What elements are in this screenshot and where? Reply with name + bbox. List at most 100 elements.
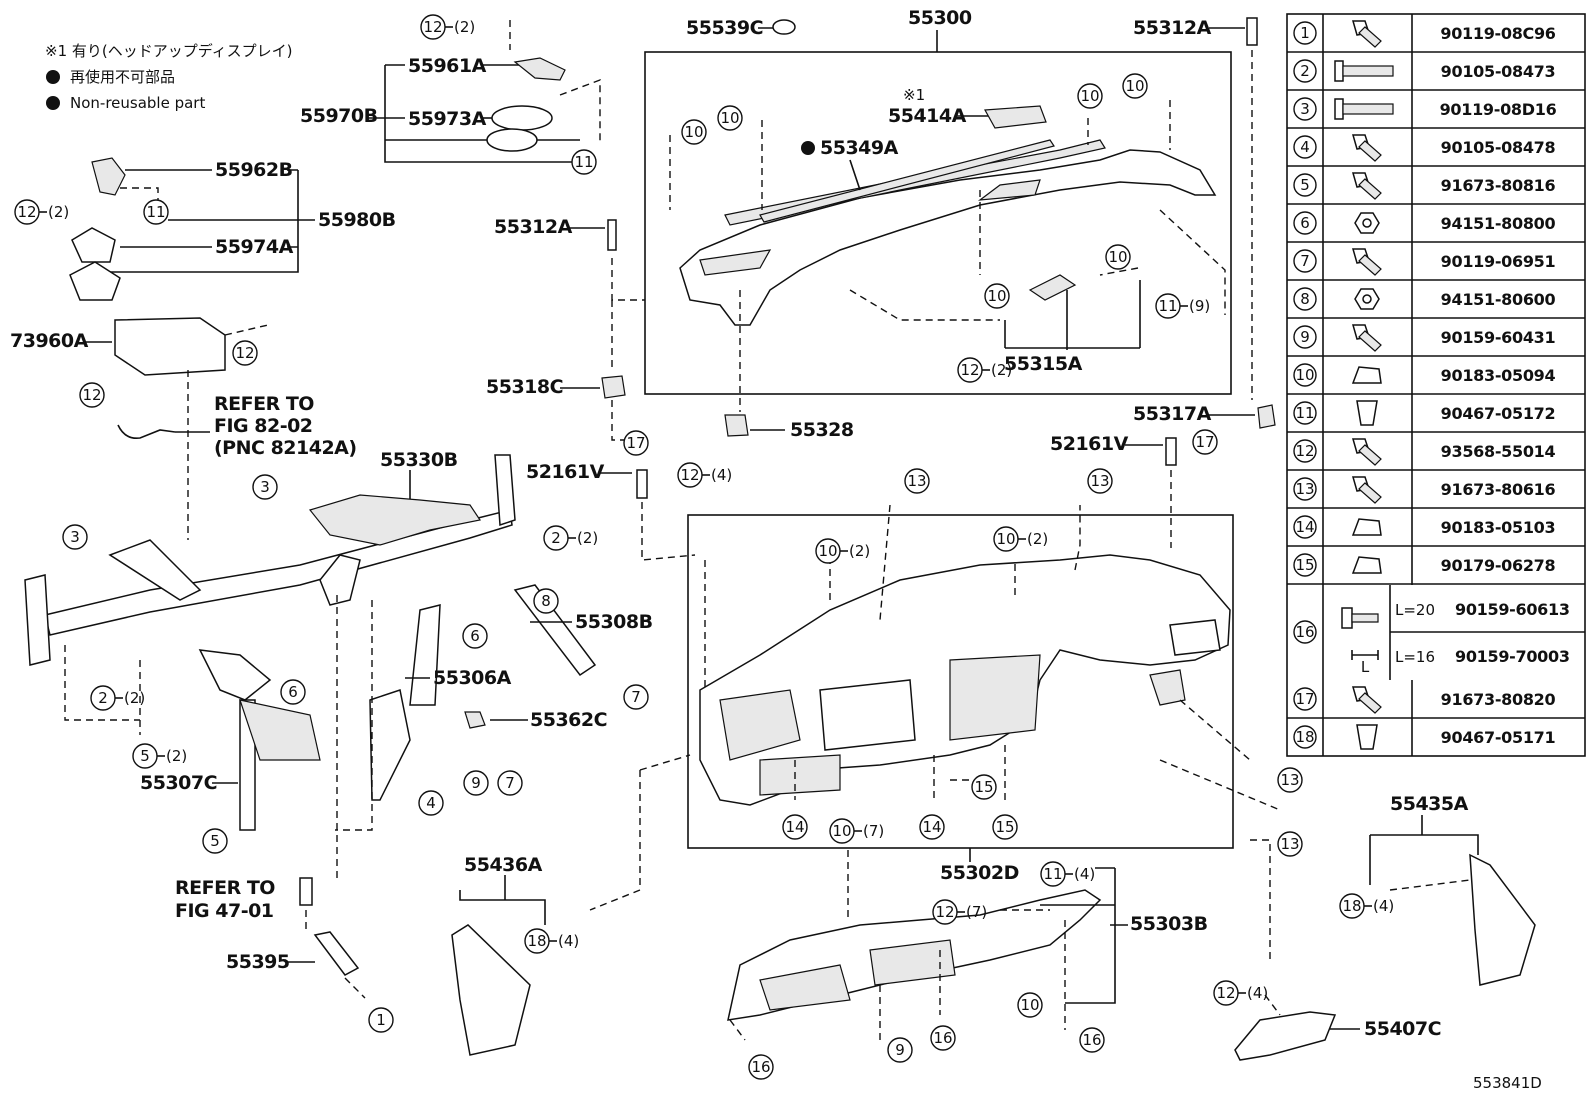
callout-number: 12 xyxy=(235,344,254,362)
callout-10: 10 xyxy=(1017,992,1043,1018)
callout-number: 10 xyxy=(720,109,739,127)
push-clip-icon xyxy=(1356,400,1378,426)
callout-number: 13 xyxy=(907,472,926,490)
part-number: 90119-08D16 xyxy=(1440,100,1557,119)
callout-number: 6 xyxy=(470,627,480,645)
part-number-90159-60613: 90159-60613 xyxy=(1455,600,1570,619)
callout-circle xyxy=(984,283,1010,309)
bolt-shank xyxy=(1358,444,1382,466)
callout-quantity: (4) xyxy=(711,466,732,484)
part-label-55395: 55395 xyxy=(226,951,290,973)
callout-circle xyxy=(79,382,105,408)
callout-number: 11 xyxy=(574,153,593,171)
callout-12: 12(2) xyxy=(957,357,1012,383)
part-label-55962b: 55962B xyxy=(215,159,293,181)
callout-circle xyxy=(368,1007,394,1033)
ref-fig-47-01-line2: FIG 47-01 xyxy=(175,900,274,922)
leader-line xyxy=(110,170,299,273)
row-number: 7 xyxy=(1300,252,1310,270)
bolt-shank xyxy=(1358,482,1382,504)
callout-7: 7 xyxy=(623,684,649,710)
leader-line xyxy=(589,770,641,911)
callout-circle xyxy=(202,828,228,854)
callout-circle xyxy=(1017,992,1043,1018)
part-label-55414a: 55414A xyxy=(888,105,967,127)
row-number-circle xyxy=(1293,325,1317,349)
callout-quantity: (7) xyxy=(966,903,987,921)
vent-ring-55973a xyxy=(491,105,553,131)
callout-5: 5 xyxy=(202,828,228,854)
callout-number: 14 xyxy=(785,818,804,836)
callout-circle xyxy=(1192,429,1218,455)
row-number-circle xyxy=(1293,211,1317,235)
callout-circle xyxy=(533,588,559,614)
part-label-55308b: 55308B xyxy=(575,611,653,633)
callout-9: 9 xyxy=(887,1037,913,1063)
row-number-circle xyxy=(1293,620,1317,644)
callout-10: 10 xyxy=(681,119,707,145)
note-non-reusable-en: Non-reusable part xyxy=(70,94,205,112)
bolt-shank xyxy=(1342,103,1394,115)
row-number-circle xyxy=(1293,287,1317,311)
leader-line xyxy=(849,159,861,191)
callout-number: 9 xyxy=(471,774,481,792)
leader-line xyxy=(385,64,580,141)
bolt-shank xyxy=(1342,65,1394,77)
part-number: 90159-60431 xyxy=(1441,328,1556,347)
row-number-circle xyxy=(1293,173,1317,197)
callout-quantity: (7) xyxy=(863,822,884,840)
callout-14: 14 xyxy=(919,814,945,840)
callout-circle xyxy=(919,814,945,840)
callout-10: 10 xyxy=(717,105,743,131)
callout-circle xyxy=(232,340,258,366)
length-20: L=20 xyxy=(1395,601,1435,619)
callout-circle xyxy=(1079,1027,1105,1053)
part-number: 90179-06278 xyxy=(1441,556,1556,575)
row-number-circle xyxy=(1293,725,1317,749)
callout-number: 10 xyxy=(1108,248,1127,266)
callout-number: 2 xyxy=(98,689,108,707)
part-label-55973a: 55973A xyxy=(408,108,487,130)
bolt-shank xyxy=(1358,254,1382,276)
bracket-55315a xyxy=(1028,274,1077,301)
callout-circle xyxy=(782,814,808,840)
callout-13: 13 xyxy=(904,468,930,494)
leader-line xyxy=(641,502,696,561)
brace-55306a xyxy=(409,604,441,706)
leader-line xyxy=(639,754,691,771)
part-number: 90105-08473 xyxy=(1441,62,1556,81)
part-number: 90119-06951 xyxy=(1441,252,1556,271)
part-number: 90183-05103 xyxy=(1441,518,1556,537)
part-number: 93568-55014 xyxy=(1441,442,1556,461)
callout-circle xyxy=(717,105,743,131)
part-number: 91673-80616 xyxy=(1441,480,1556,499)
length-dimension xyxy=(1351,650,1379,660)
table-row: 7 90119-06951 xyxy=(1287,248,1585,281)
callout-15: 15 xyxy=(992,814,1018,840)
leader-line xyxy=(1389,879,1471,891)
part-label-73960a: 73960A xyxy=(10,330,89,352)
callout-number: 14 xyxy=(922,818,941,836)
callout-number: 11 xyxy=(1158,297,1177,315)
part-label-55539c: 55539C xyxy=(686,17,763,39)
callout-18: 18(4) xyxy=(524,928,579,954)
assembly-box-main-panel xyxy=(687,514,1234,849)
bolt-shank xyxy=(1358,692,1382,714)
part-label-55328: 55328 xyxy=(790,419,854,441)
callout-quantity: (2) xyxy=(1027,530,1048,548)
callout-quantity: (2) xyxy=(577,529,598,547)
callout-12: 12 xyxy=(232,340,258,366)
callout-circle xyxy=(1077,83,1103,109)
row-number: 18 xyxy=(1295,728,1314,746)
callout-quantity: (4) xyxy=(1373,897,1394,915)
callout-number: 10 xyxy=(996,530,1015,548)
callout-6: 6 xyxy=(280,679,306,705)
callout-number: 13 xyxy=(1090,472,1109,490)
